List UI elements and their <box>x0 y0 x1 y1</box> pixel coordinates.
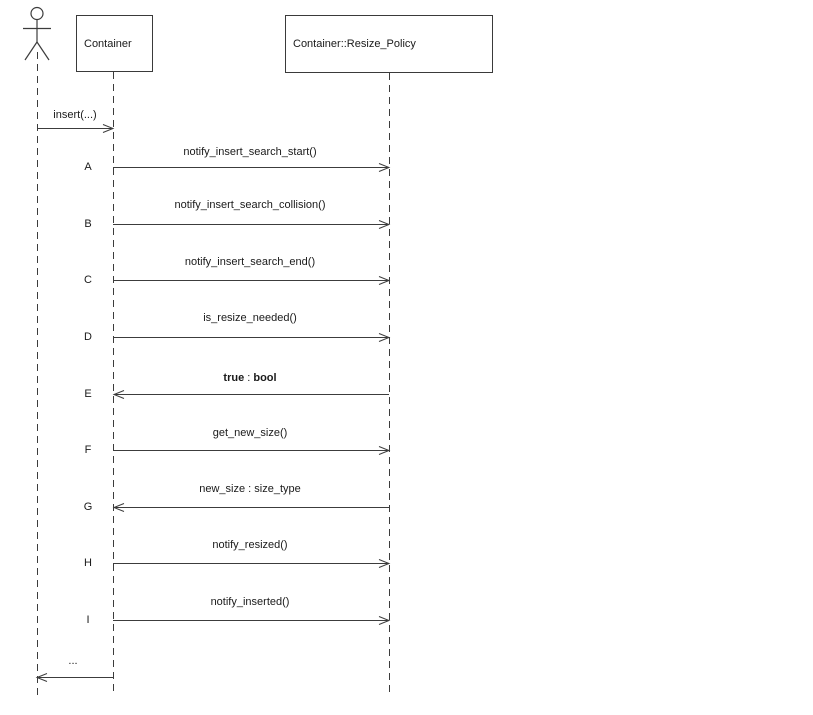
actor-head <box>30 6 44 21</box>
message-arrow-final-return <box>35 673 113 682</box>
message-letter-d: D <box>84 331 92 343</box>
message-letter-e: E <box>84 388 92 400</box>
message-label-insert: insert(...) <box>53 109 97 121</box>
message-label-e-type: bool <box>253 372 277 384</box>
message-label-e: true : bool <box>140 372 360 384</box>
message-label-e-separator: : <box>244 372 254 384</box>
message-arrow-insert <box>37 124 115 133</box>
message-arrow-g <box>112 503 389 512</box>
message-arrow-b <box>113 220 391 229</box>
actor-icon <box>23 6 51 61</box>
message-letter-f: F <box>84 444 92 456</box>
message-arrow-c <box>113 276 391 285</box>
message-letter-b: B <box>84 218 92 230</box>
message-label-f: get_new_size() <box>212 427 288 439</box>
participant-resize-policy-label: Container::Resize_Policy <box>293 38 416 50</box>
message-letter-i: I <box>86 614 90 626</box>
message-label-g: new_size : size_type <box>199 483 301 495</box>
message-label-c: notify_insert_search_end() <box>184 256 316 268</box>
participant-resize-policy-box: Container::Resize_Policy <box>285 15 493 73</box>
actor-left-leg <box>24 41 38 61</box>
message-arrow-d <box>113 333 391 342</box>
message-arrow-f <box>113 446 391 455</box>
message-letter-c: C <box>84 274 92 286</box>
message-label-d: is_resize_needed() <box>203 312 297 324</box>
message-label-b: notify_insert_search_collision() <box>174 199 326 211</box>
message-label-i: notify_inserted() <box>210 596 290 608</box>
message-label-h: notify_resized() <box>212 539 288 551</box>
message-arrow-h <box>113 559 391 568</box>
message-arrow-i <box>113 616 391 625</box>
participant-container-label: Container <box>84 37 132 50</box>
message-label-a: notify_insert_search_start() <box>183 146 317 158</box>
actor-right-leg <box>36 41 50 61</box>
message-letter-a: A <box>84 161 92 173</box>
message-letter-g: G <box>83 501 93 513</box>
message-arrow-e <box>112 390 389 399</box>
participant-container-box: Container <box>76 15 153 72</box>
message-label-final-return: ... <box>68 655 78 667</box>
message-letter-h: H <box>84 557 92 569</box>
message-label-e-value: true <box>223 372 245 384</box>
message-arrow-a <box>113 163 391 172</box>
